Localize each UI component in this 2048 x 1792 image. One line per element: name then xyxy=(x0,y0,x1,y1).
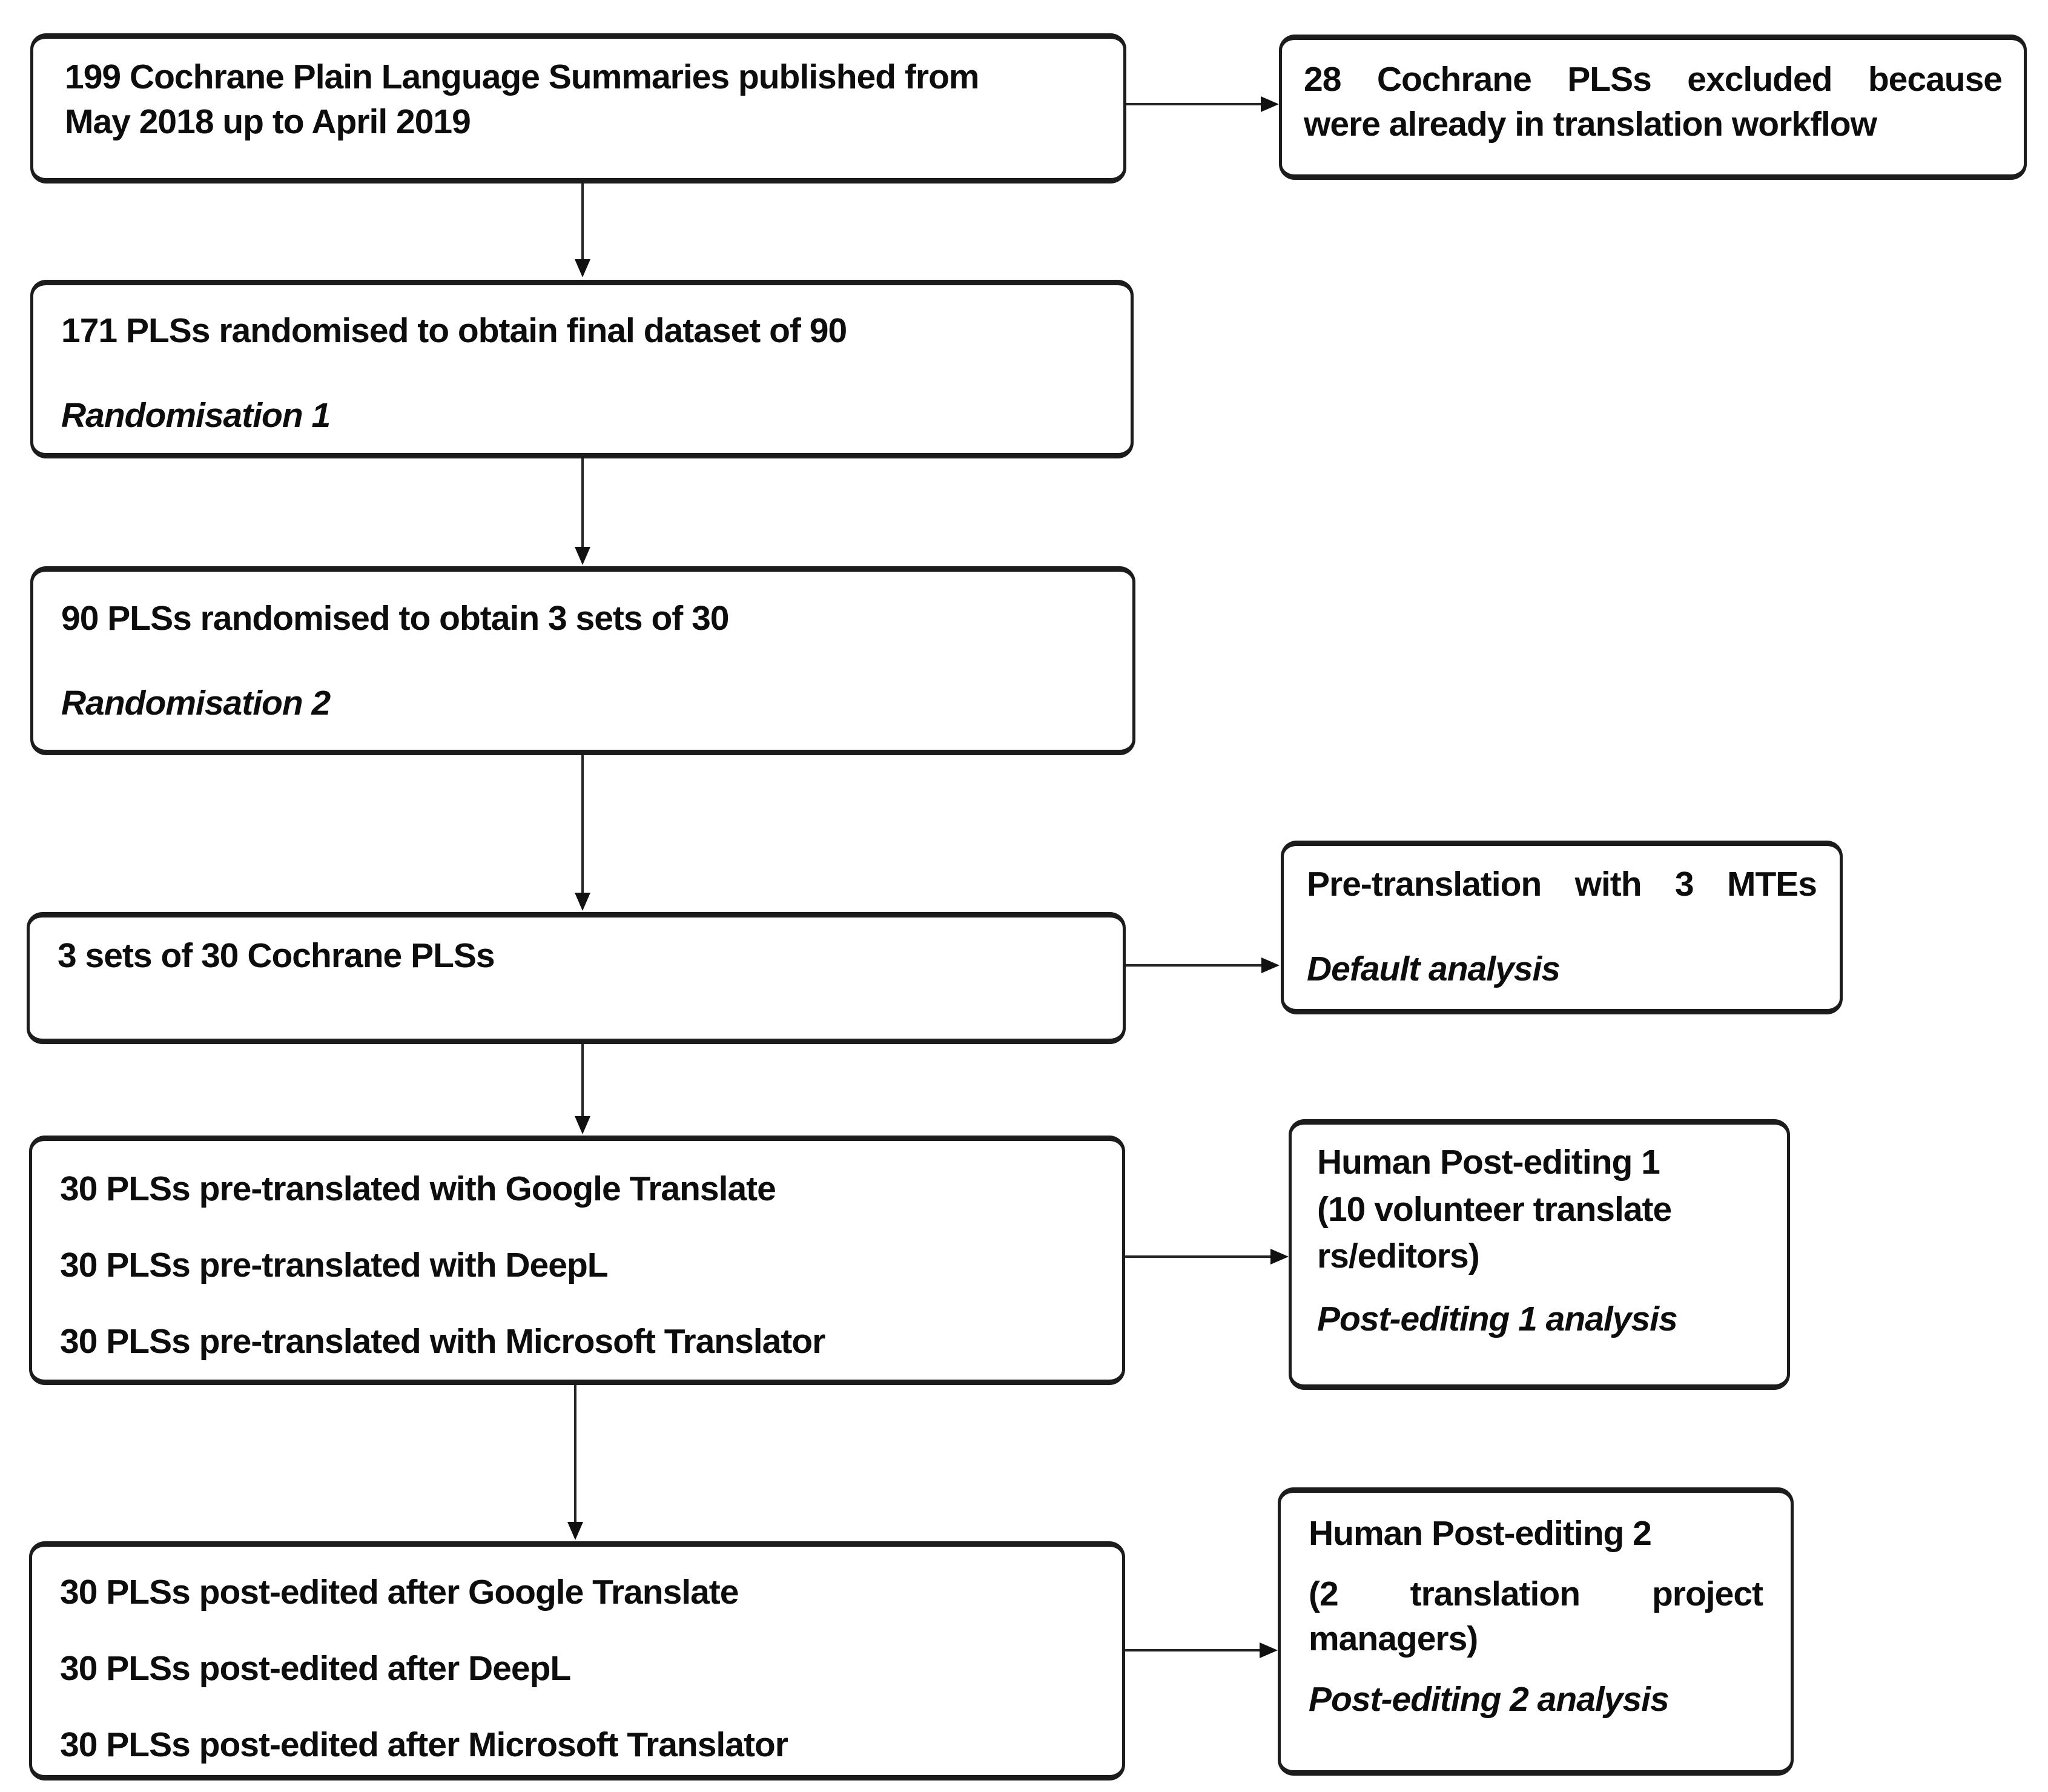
node-post-edited-line-2: 30 PLSs post-edited after DeepL xyxy=(60,1649,571,1688)
connector-randomised90-to-threesets-line xyxy=(581,755,584,893)
connector-published-to-excluded-line xyxy=(1126,103,1263,105)
node-excluded-line-2: were already in translation workflow xyxy=(1304,105,1877,144)
node-three-sets-text: 3 sets of 30 Cochrane PLSs xyxy=(58,936,495,975)
node-post-editing-1-note: Post-editing 1 analysis xyxy=(1317,1299,1678,1338)
node-randomised-90-text: 90 PLSs randomised to obtain 3 sets of 3… xyxy=(61,599,729,638)
node-randomised-171-text: 171 PLSs randomised to obtain final data… xyxy=(61,311,847,350)
connector-postedited-to-postediting2-line xyxy=(1125,1649,1261,1651)
node-published-line-1: 199 Cochrane Plain Language Summaries pu… xyxy=(65,58,980,96)
node-post-edited: 30 PLSs post-edited after Google Transla… xyxy=(29,1541,1125,1780)
arrow-right-icon xyxy=(1270,1249,1289,1265)
node-post-editing-1-line-3: rs/editors) xyxy=(1317,1237,1480,1276)
node-published-line-2: May 2018 up to April 2019 xyxy=(65,102,471,142)
arrow-down-icon xyxy=(575,1116,590,1134)
node-pre-translated-line-3: 30 PLSs pre-translated with Microsoft Tr… xyxy=(60,1322,825,1361)
arrow-down-icon xyxy=(575,259,590,277)
node-randomised-90: 90 PLSs randomised to obtain 3 sets of 3… xyxy=(30,566,1135,755)
node-post-edited-line-3: 30 PLSs post-edited after Microsoft Tran… xyxy=(60,1725,788,1765)
node-published-plss: 199 Cochrane Plain Language Summaries pu… xyxy=(30,33,1126,183)
node-excluded-plss: 28 Cochrane PLSs excluded because were a… xyxy=(1279,35,2027,180)
node-pre-translated-line-1: 30 PLSs pre-translated with Google Trans… xyxy=(60,1169,776,1208)
node-three-sets: 3 sets of 30 Cochrane PLSs xyxy=(27,912,1126,1044)
node-human-post-editing-1: Human Post-editing 1 (10 volunteer trans… xyxy=(1289,1119,1790,1390)
node-pre-translation: Pre-translation with 3 MTEs Default anal… xyxy=(1281,841,1843,1014)
node-post-editing-1-line-1: Human Post-editing 1 xyxy=(1317,1143,1660,1182)
node-pre-translation-text: Pre-translation with 3 MTEs xyxy=(1307,865,1817,904)
arrow-down-icon xyxy=(575,547,590,565)
node-post-editing-2-note: Post-editing 2 analysis xyxy=(1309,1680,1670,1719)
node-randomised-171-note: Randomisation 1 xyxy=(61,396,331,435)
connector-randomised171-to-randomised90-line xyxy=(581,458,584,547)
arrow-right-icon xyxy=(1261,957,1280,973)
connector-published-to-randomised171-line xyxy=(581,183,584,259)
arrow-right-icon xyxy=(1261,96,1279,112)
node-post-editing-2-line-1: Human Post-editing 2 xyxy=(1309,1514,1652,1553)
connector-threesets-to-pretranslation-line xyxy=(1126,964,1263,967)
node-pre-translation-note: Default analysis xyxy=(1307,950,1561,989)
node-pre-translated-line-2: 30 PLSs pre-translated with DeepL xyxy=(60,1246,609,1285)
arrow-down-icon xyxy=(567,1522,583,1540)
arrow-down-icon xyxy=(575,893,590,911)
connector-pretranslated-to-postediting1-line xyxy=(1125,1255,1272,1258)
node-post-editing-2-line-2: (2 translation project managers) xyxy=(1309,1575,1763,1659)
arrow-right-icon xyxy=(1260,1642,1278,1658)
node-pre-translated: 30 PLSs pre-translated with Google Trans… xyxy=(29,1136,1125,1385)
node-excluded-line-1: 28 Cochrane PLSs excluded because xyxy=(1304,60,2003,99)
connector-pretranslated-to-postedited-line xyxy=(574,1385,576,1522)
node-post-edited-line-1: 30 PLSs post-edited after Google Transla… xyxy=(60,1573,739,1612)
node-post-editing-1-line-2: (10 volunteer translate xyxy=(1317,1189,1672,1229)
node-randomised-171: 171 PLSs randomised to obtain final data… xyxy=(30,280,1134,458)
node-randomised-90-note: Randomisation 2 xyxy=(61,684,331,723)
node-human-post-editing-2: Human Post-editing 2 (2 translation proj… xyxy=(1278,1487,1794,1776)
connector-threesets-to-pretranslated-line xyxy=(581,1044,584,1116)
